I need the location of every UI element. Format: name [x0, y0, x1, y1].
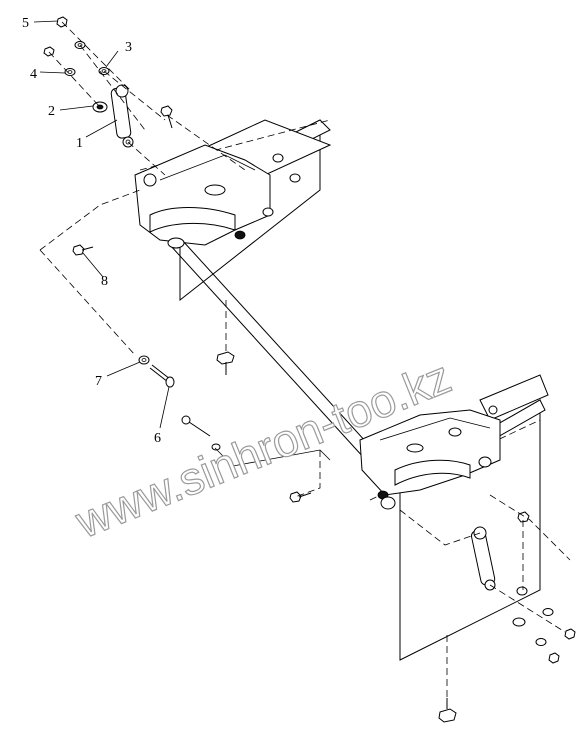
washer-7 — [138, 355, 150, 365]
assembly-centerlines — [39, 21, 571, 698]
washer-lower-1 — [516, 586, 528, 596]
bolt-8 — [72, 244, 94, 256]
shock-absorber-upper — [110, 84, 134, 148]
callout-label-1: 1 — [76, 136, 83, 151]
nut-4 — [43, 46, 55, 57]
callout-label-8: 8 — [101, 274, 108, 289]
bolt-middle — [181, 415, 221, 451]
bolt-lower-left — [289, 491, 312, 503]
nut-lower-2 — [548, 652, 560, 664]
washer-4 — [64, 68, 76, 76]
callout-label-3: 3 — [125, 40, 132, 55]
callout-label-7: 7 — [95, 374, 102, 389]
washer-lower-3 — [542, 608, 554, 616]
bolt-top — [160, 105, 173, 129]
vertical-bolt-center — [216, 351, 235, 375]
bolt-6 — [149, 364, 175, 388]
washer-lower-4 — [535, 638, 547, 646]
vertical-bolt-bottom — [438, 698, 457, 723]
callout-label-4: 4 — [30, 67, 37, 82]
nut-lower-1 — [564, 628, 576, 640]
leader-lines — [33, 20, 170, 429]
lower-cab-mount-bracket — [359, 405, 501, 510]
bushing-2 — [92, 101, 108, 113]
callout-label-6: 6 — [154, 431, 161, 446]
callout-label-5: 5 — [22, 16, 29, 31]
upper-cab-mount-bracket — [134, 144, 301, 246]
stabilizer-tube — [167, 237, 388, 471]
callout-label-2: 2 — [48, 104, 55, 119]
washer-lower-2 — [512, 617, 526, 627]
